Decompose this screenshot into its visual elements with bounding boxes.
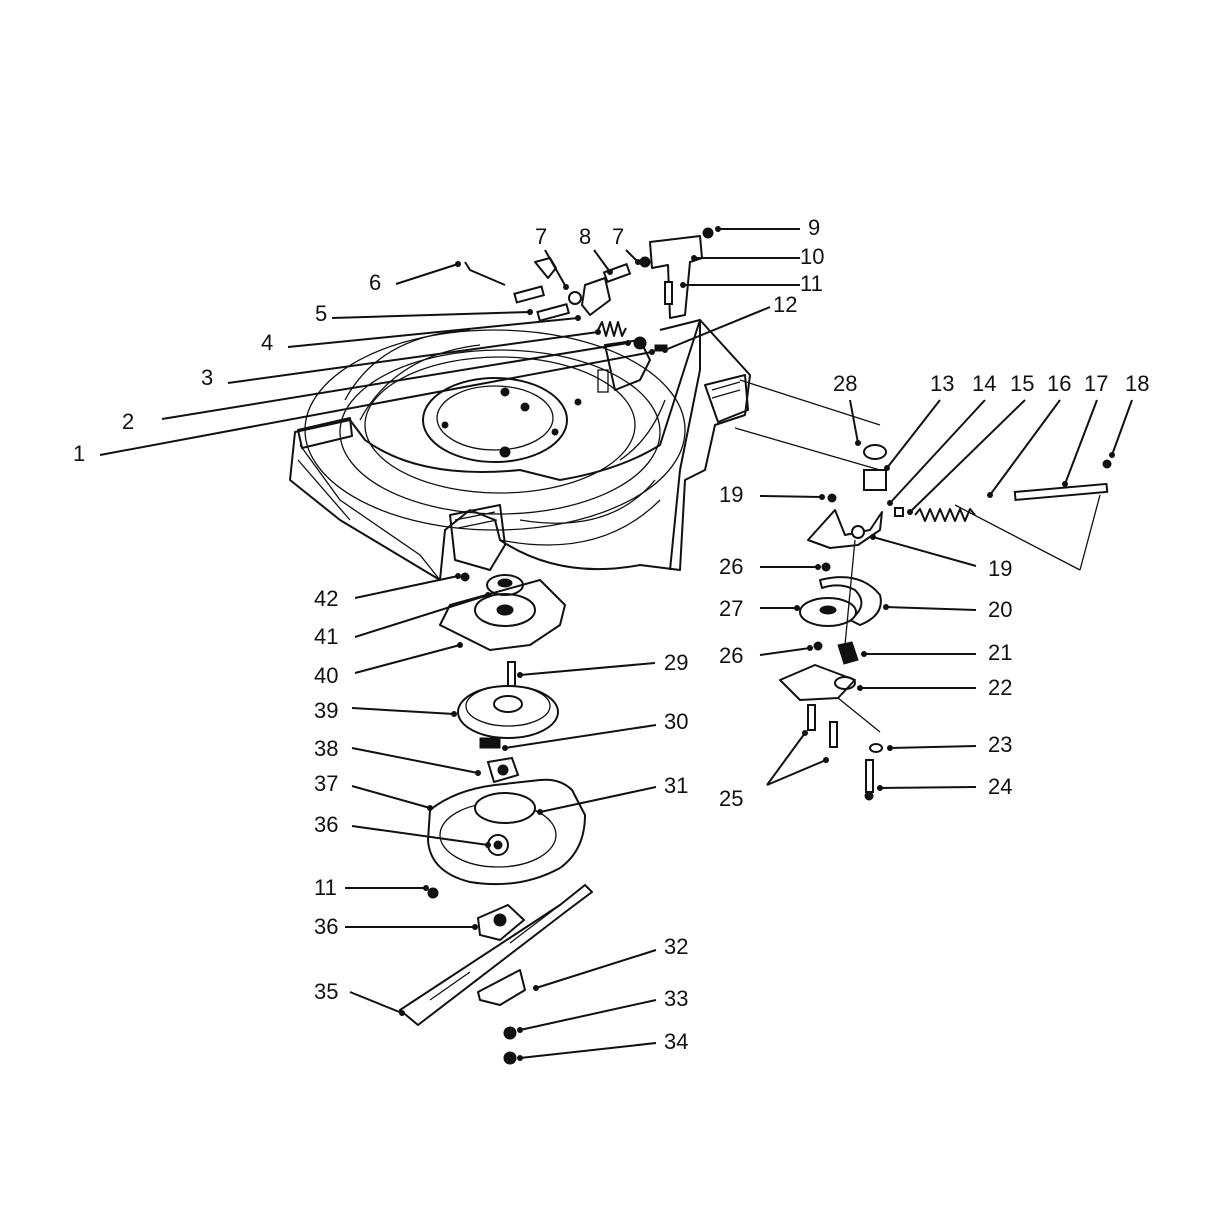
mower-deck-housing xyxy=(289,319,1101,581)
part-label-19b: 19 xyxy=(988,556,1012,581)
part-label-24: 24 xyxy=(988,774,1012,799)
part-label-3: 3 xyxy=(201,365,213,390)
callout-leaders xyxy=(99,226,1133,1061)
part-label-30: 30 xyxy=(664,709,688,734)
part-label-42: 42 xyxy=(314,586,338,611)
part-label-40: 40 xyxy=(314,663,338,688)
part-label-27: 27 xyxy=(719,596,743,621)
part-label-18: 18 xyxy=(1125,371,1149,396)
part-label-11a: 11 xyxy=(800,271,823,296)
part-label-1: 1 xyxy=(73,441,85,466)
part-label-4: 4 xyxy=(261,330,273,355)
callout-labels: 1 2 3 4 5 6 7 8 7 9 10 11 12 28 13 14 15… xyxy=(73,215,1149,1054)
part-label-12: 12 xyxy=(773,292,797,317)
idler-side-assembly xyxy=(779,444,1112,801)
part-label-25: 25 xyxy=(719,786,743,811)
part-label-15: 15 xyxy=(1010,371,1034,396)
part-label-36a: 36 xyxy=(314,812,338,837)
part-label-22: 22 xyxy=(988,675,1012,700)
part-label-9: 9 xyxy=(808,215,820,240)
part-label-17: 17 xyxy=(1084,371,1108,396)
part-label-33: 33 xyxy=(664,986,688,1011)
part-label-29: 29 xyxy=(664,650,688,675)
part-label-20: 20 xyxy=(988,597,1012,622)
part-label-13: 13 xyxy=(930,371,954,396)
part-label-7a: 7 xyxy=(535,224,547,249)
part-label-8: 8 xyxy=(579,224,591,249)
part-label-26a: 26 xyxy=(719,554,743,579)
part-label-32: 32 xyxy=(664,934,688,959)
part-label-5: 5 xyxy=(315,301,327,326)
part-label-21: 21 xyxy=(988,640,1012,665)
part-label-10: 10 xyxy=(800,244,824,269)
part-label-35: 35 xyxy=(314,979,338,1004)
part-label-26b: 26 xyxy=(719,643,743,668)
part-label-36b: 36 xyxy=(314,914,338,939)
part-label-31: 31 xyxy=(664,773,688,798)
part-label-38: 38 xyxy=(314,736,338,761)
part-label-28: 28 xyxy=(833,371,857,396)
part-label-37: 37 xyxy=(314,771,338,796)
part-label-23: 23 xyxy=(988,732,1012,757)
part-label-19a: 19 xyxy=(719,482,743,507)
part-label-14: 14 xyxy=(972,371,996,396)
part-label-11b: 11 xyxy=(314,875,337,900)
blade-drive-stack xyxy=(399,572,593,1065)
part-label-39: 39 xyxy=(314,698,338,723)
part-label-7b: 7 xyxy=(612,224,624,249)
part-label-34: 34 xyxy=(664,1029,688,1054)
part-label-6: 6 xyxy=(369,270,381,295)
part-label-2: 2 xyxy=(122,409,134,434)
part-label-16: 16 xyxy=(1047,371,1071,396)
part-label-41: 41 xyxy=(314,624,338,649)
